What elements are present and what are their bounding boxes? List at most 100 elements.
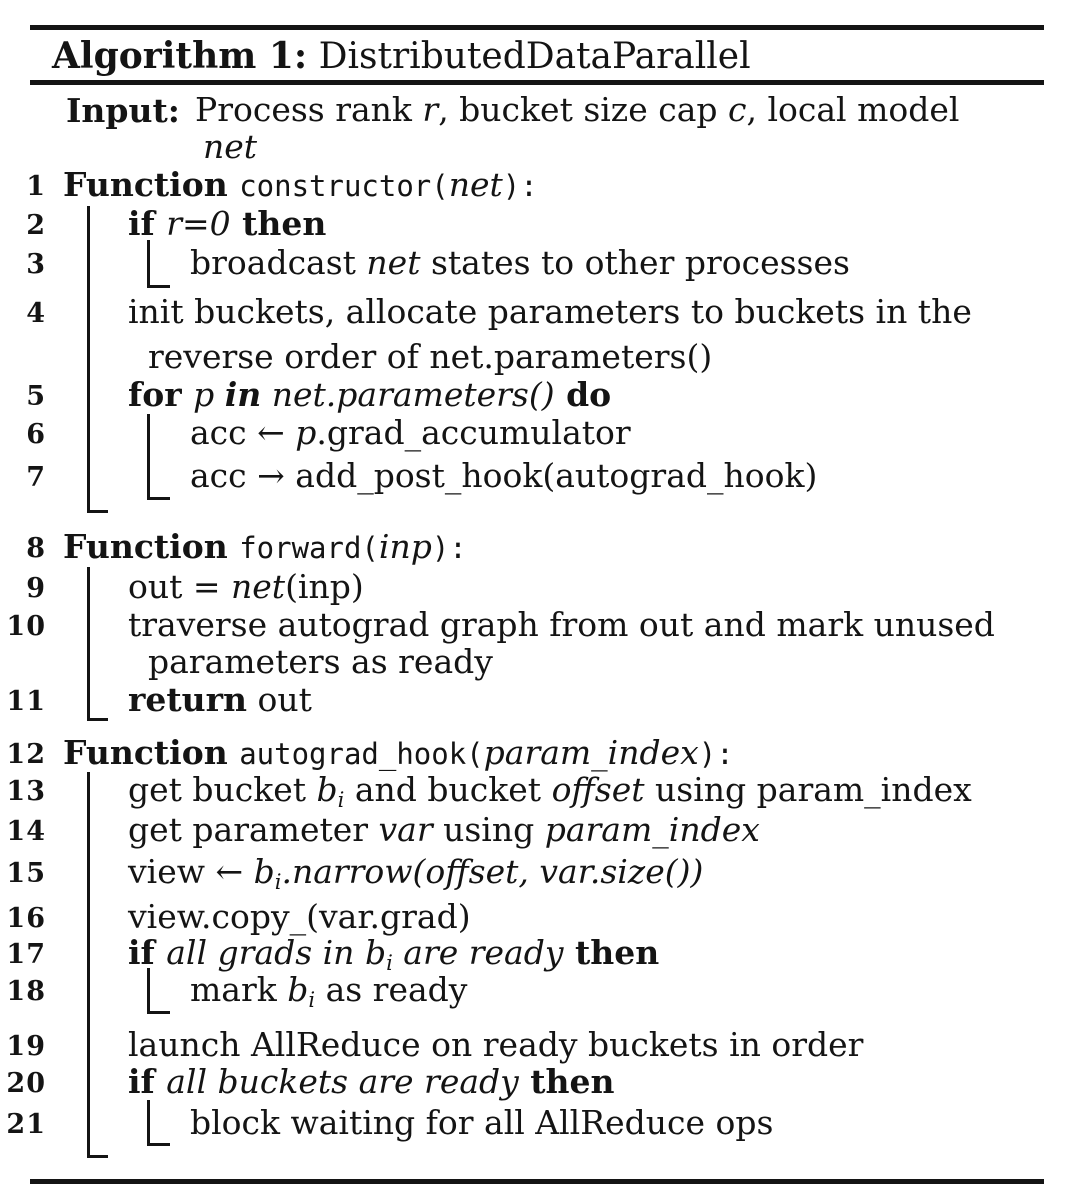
code-text: mark bi as ready: [190, 971, 467, 1019]
code-segment: i: [337, 788, 345, 812]
code-segment: then: [563, 933, 660, 972]
code-segment: net: [448, 165, 503, 204]
code-segment: b: [253, 852, 275, 891]
algorithm-caption-label: Algorithm 1:: [52, 35, 308, 77]
code-line: 16 view.copy_(var.grad): [0, 898, 1080, 936]
code-text: traverse autograd graph from out and mar…: [128, 606, 995, 644]
code-text: launch AllReduce on ready buckets in ord…: [128, 1026, 863, 1064]
code-text: Function autograd_hook(param_index):: [63, 734, 734, 773]
code-line: 6 acc ← p.grad_accumulator: [0, 414, 1080, 452]
code-line: 9 out = net(inp): [0, 568, 1080, 606]
code-text: parameters as ready: [148, 643, 493, 681]
code-segment: r=0: [166, 204, 231, 243]
code-segment: all grads in: [166, 933, 365, 972]
code-segment: as ready: [315, 970, 468, 1009]
code-text: out = net(inp): [128, 568, 364, 606]
block-guide-if-line18: [147, 968, 170, 1014]
code-segment: do: [554, 375, 612, 414]
code-segment: c: [727, 90, 747, 129]
code-line: 14 get parameter var using param_index: [0, 811, 1080, 849]
code-text: if all buckets are ready then: [128, 1063, 615, 1101]
code-text: Function forward(inp):: [63, 528, 467, 567]
code-segment: ):: [698, 737, 734, 771]
code-segment: Process rank: [195, 90, 423, 129]
code-text: acc ← p.grad_accumulator: [190, 414, 631, 452]
code-text: broadcast net states to other processes: [190, 244, 850, 282]
block-guide-forward: [87, 567, 108, 721]
code-text: net: [203, 128, 257, 166]
line-number: 1: [26, 171, 46, 202]
code-segment: broadcast: [190, 243, 367, 282]
code-segment: forward(: [239, 531, 379, 565]
code-segment: ):: [502, 169, 538, 203]
code-line: 20 if all buckets are ready then: [0, 1063, 1080, 1101]
code-line: 19 launch AllReduce on ready buckets in o…: [0, 1026, 1080, 1064]
code-segment: for: [128, 375, 194, 414]
code-text: view.copy_(var.grad): [128, 898, 471, 936]
code-text: Process rank r, bucket size cap c, local…: [195, 91, 959, 129]
code-segment: offset: [551, 770, 645, 809]
code-segment: if: [128, 204, 167, 243]
code-segment: reverse order of net.parameters(): [148, 337, 713, 376]
code-segment: block waiting for all AllReduce ops: [190, 1103, 774, 1142]
line-number: 4: [26, 298, 46, 329]
code-segment: constructor(: [239, 169, 449, 203]
code-line: Process rank r, bucket size cap c, local…: [0, 91, 1080, 129]
line-number: 18: [6, 976, 46, 1007]
code-segment: , local model: [746, 90, 960, 129]
code-segment: acc → add_post_hook(autograd_hook): [190, 456, 818, 495]
code-segment: in: [224, 375, 262, 414]
code-segment: net.parameters(): [261, 375, 555, 414]
line-number: 10: [6, 611, 46, 642]
code-text: Function constructor(net):: [63, 166, 538, 205]
code-segment: using: [432, 810, 545, 849]
code-segment: autograd_hook(: [239, 737, 484, 771]
code-segment: then: [230, 204, 327, 243]
code-segment: mark: [190, 970, 288, 1009]
code-line: 1 Function constructor(net):: [0, 166, 1080, 204]
code-segment: init buckets, allocate parameters to buc…: [128, 292, 972, 331]
input-keyword: Input:: [66, 91, 180, 130]
algorithm-caption-title: DistributedDataParallel: [318, 36, 751, 77]
code-text: block waiting for all AllReduce ops: [190, 1104, 773, 1142]
code-segment: then: [518, 1062, 615, 1101]
code-text: get parameter var using param_index: [128, 811, 760, 849]
code-line: net: [0, 128, 1080, 166]
line-number: 6: [26, 419, 46, 450]
line-number: 17: [6, 939, 46, 970]
code-segment: i: [308, 988, 316, 1012]
code-segment: parameters as ready: [148, 642, 493, 681]
code-segment: states to other processes: [420, 243, 850, 282]
line-number: 9: [26, 573, 46, 604]
line-number: 21: [6, 1109, 46, 1140]
code-segment: net: [231, 567, 286, 606]
code-segment: Function: [63, 165, 240, 204]
code-segment: b: [364, 933, 387, 972]
code-segment: return: [128, 680, 247, 719]
line-number: 20: [6, 1068, 46, 1099]
code-text: if r=0 then: [128, 205, 326, 243]
line-number: 16: [6, 903, 46, 934]
code-line: 21 block waiting for all AllReduce ops: [0, 1104, 1080, 1142]
code-text: acc → add_post_hook(autograd_hook): [190, 457, 817, 495]
line-number: 15: [6, 858, 46, 889]
top-rule: [30, 25, 1044, 30]
code-segment: var: [378, 810, 433, 849]
code-segment: view.copy_(var.grad): [128, 897, 471, 936]
code-segment: p: [193, 375, 225, 414]
code-segment: out: [247, 680, 312, 719]
code-segment: , bucket size cap: [438, 90, 728, 129]
code-text: init buckets, allocate parameters to buc…: [128, 293, 972, 331]
caption-rule: [30, 80, 1044, 85]
code-segment: b: [287, 970, 309, 1009]
line-number: 19: [6, 1031, 46, 1062]
line-number: 14: [6, 816, 46, 847]
